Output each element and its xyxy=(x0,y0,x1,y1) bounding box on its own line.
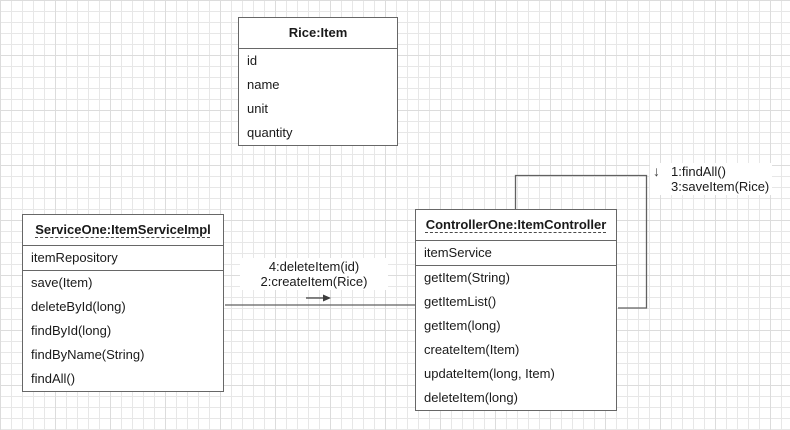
edge-label-controller-self[interactable]: ↓ 1:findAll() 3:saveItem(Rice) xyxy=(650,163,773,195)
uml-member: name xyxy=(247,77,280,92)
uml-member: createItem(Item) xyxy=(424,342,520,357)
uml-box-rice-item[interactable]: Rice:Item id name unit quantity xyxy=(238,17,398,146)
uml-member: getItem(long) xyxy=(424,318,501,333)
uml-member: findByName(String) xyxy=(31,347,145,362)
uml-box-controller-one[interactable]: ControllerOne:ItemController itemService… xyxy=(415,209,617,411)
uml-member: save(Item) xyxy=(31,275,93,290)
uml-member: unit xyxy=(247,101,268,116)
uml-member: findById(long) xyxy=(31,323,112,338)
uml-member: findAll() xyxy=(31,371,76,386)
uml-member: quantity xyxy=(247,125,293,140)
message-label: 3:saveItem(Rice) xyxy=(671,179,770,194)
uml-box-title-text: Rice:Item xyxy=(288,25,348,40)
uml-member: deleteById(long) xyxy=(31,299,126,314)
uml-member: getItemList() xyxy=(424,294,497,309)
uml-member: itemService xyxy=(424,245,492,260)
uml-box-title-text: ServiceOne:ItemServiceImpl xyxy=(35,222,211,237)
uml-box-title: ServiceOne:ItemServiceImpl xyxy=(23,215,223,245)
uml-box-service-one[interactable]: ServiceOne:ItemServiceImpl itemRepositor… xyxy=(22,214,224,392)
uml-member: updateItem(long, Item) xyxy=(424,366,555,381)
message-label: 2:createItem(Rice) xyxy=(260,274,368,289)
uml-member: deleteItem(long) xyxy=(424,390,518,405)
down-arrow-icon: ↓ xyxy=(653,163,660,179)
message-label: 1:findAll() xyxy=(671,164,726,179)
uml-section: itemService xyxy=(416,240,616,265)
uml-box-title-text: ControllerOne:ItemController xyxy=(425,217,607,232)
uml-section: getItem(String) getItemList() getItem(long… xyxy=(416,265,616,410)
message-label: 4:deleteItem(id) xyxy=(268,259,360,274)
uml-section: id name unit quantity xyxy=(239,48,397,145)
right-arrow-icon xyxy=(306,294,331,302)
uml-member: getItem(String) xyxy=(424,270,510,285)
connector-controller-self-loop[interactable] xyxy=(514,174,648,309)
uml-box-title: Rice:Item xyxy=(239,18,397,48)
uml-section: save(Item) deleteById(long) findById(long)… xyxy=(23,270,223,391)
uml-box-body: id name unit quantity xyxy=(239,48,397,145)
edge-label-service-to-controller[interactable]: 4:deleteItem(id) 2:createItem(Rice) xyxy=(240,258,388,290)
uml-box-body: itemRepository save(Item) deleteById(long)… xyxy=(23,245,223,391)
uml-section: itemRepository xyxy=(23,245,223,270)
uml-box-title: ControllerOne:ItemController xyxy=(416,210,616,240)
uml-member: id xyxy=(247,53,258,68)
uml-member: itemRepository xyxy=(31,250,118,265)
message-label-group: 1:findAll() 3:saveItem(Rice) xyxy=(671,164,769,194)
